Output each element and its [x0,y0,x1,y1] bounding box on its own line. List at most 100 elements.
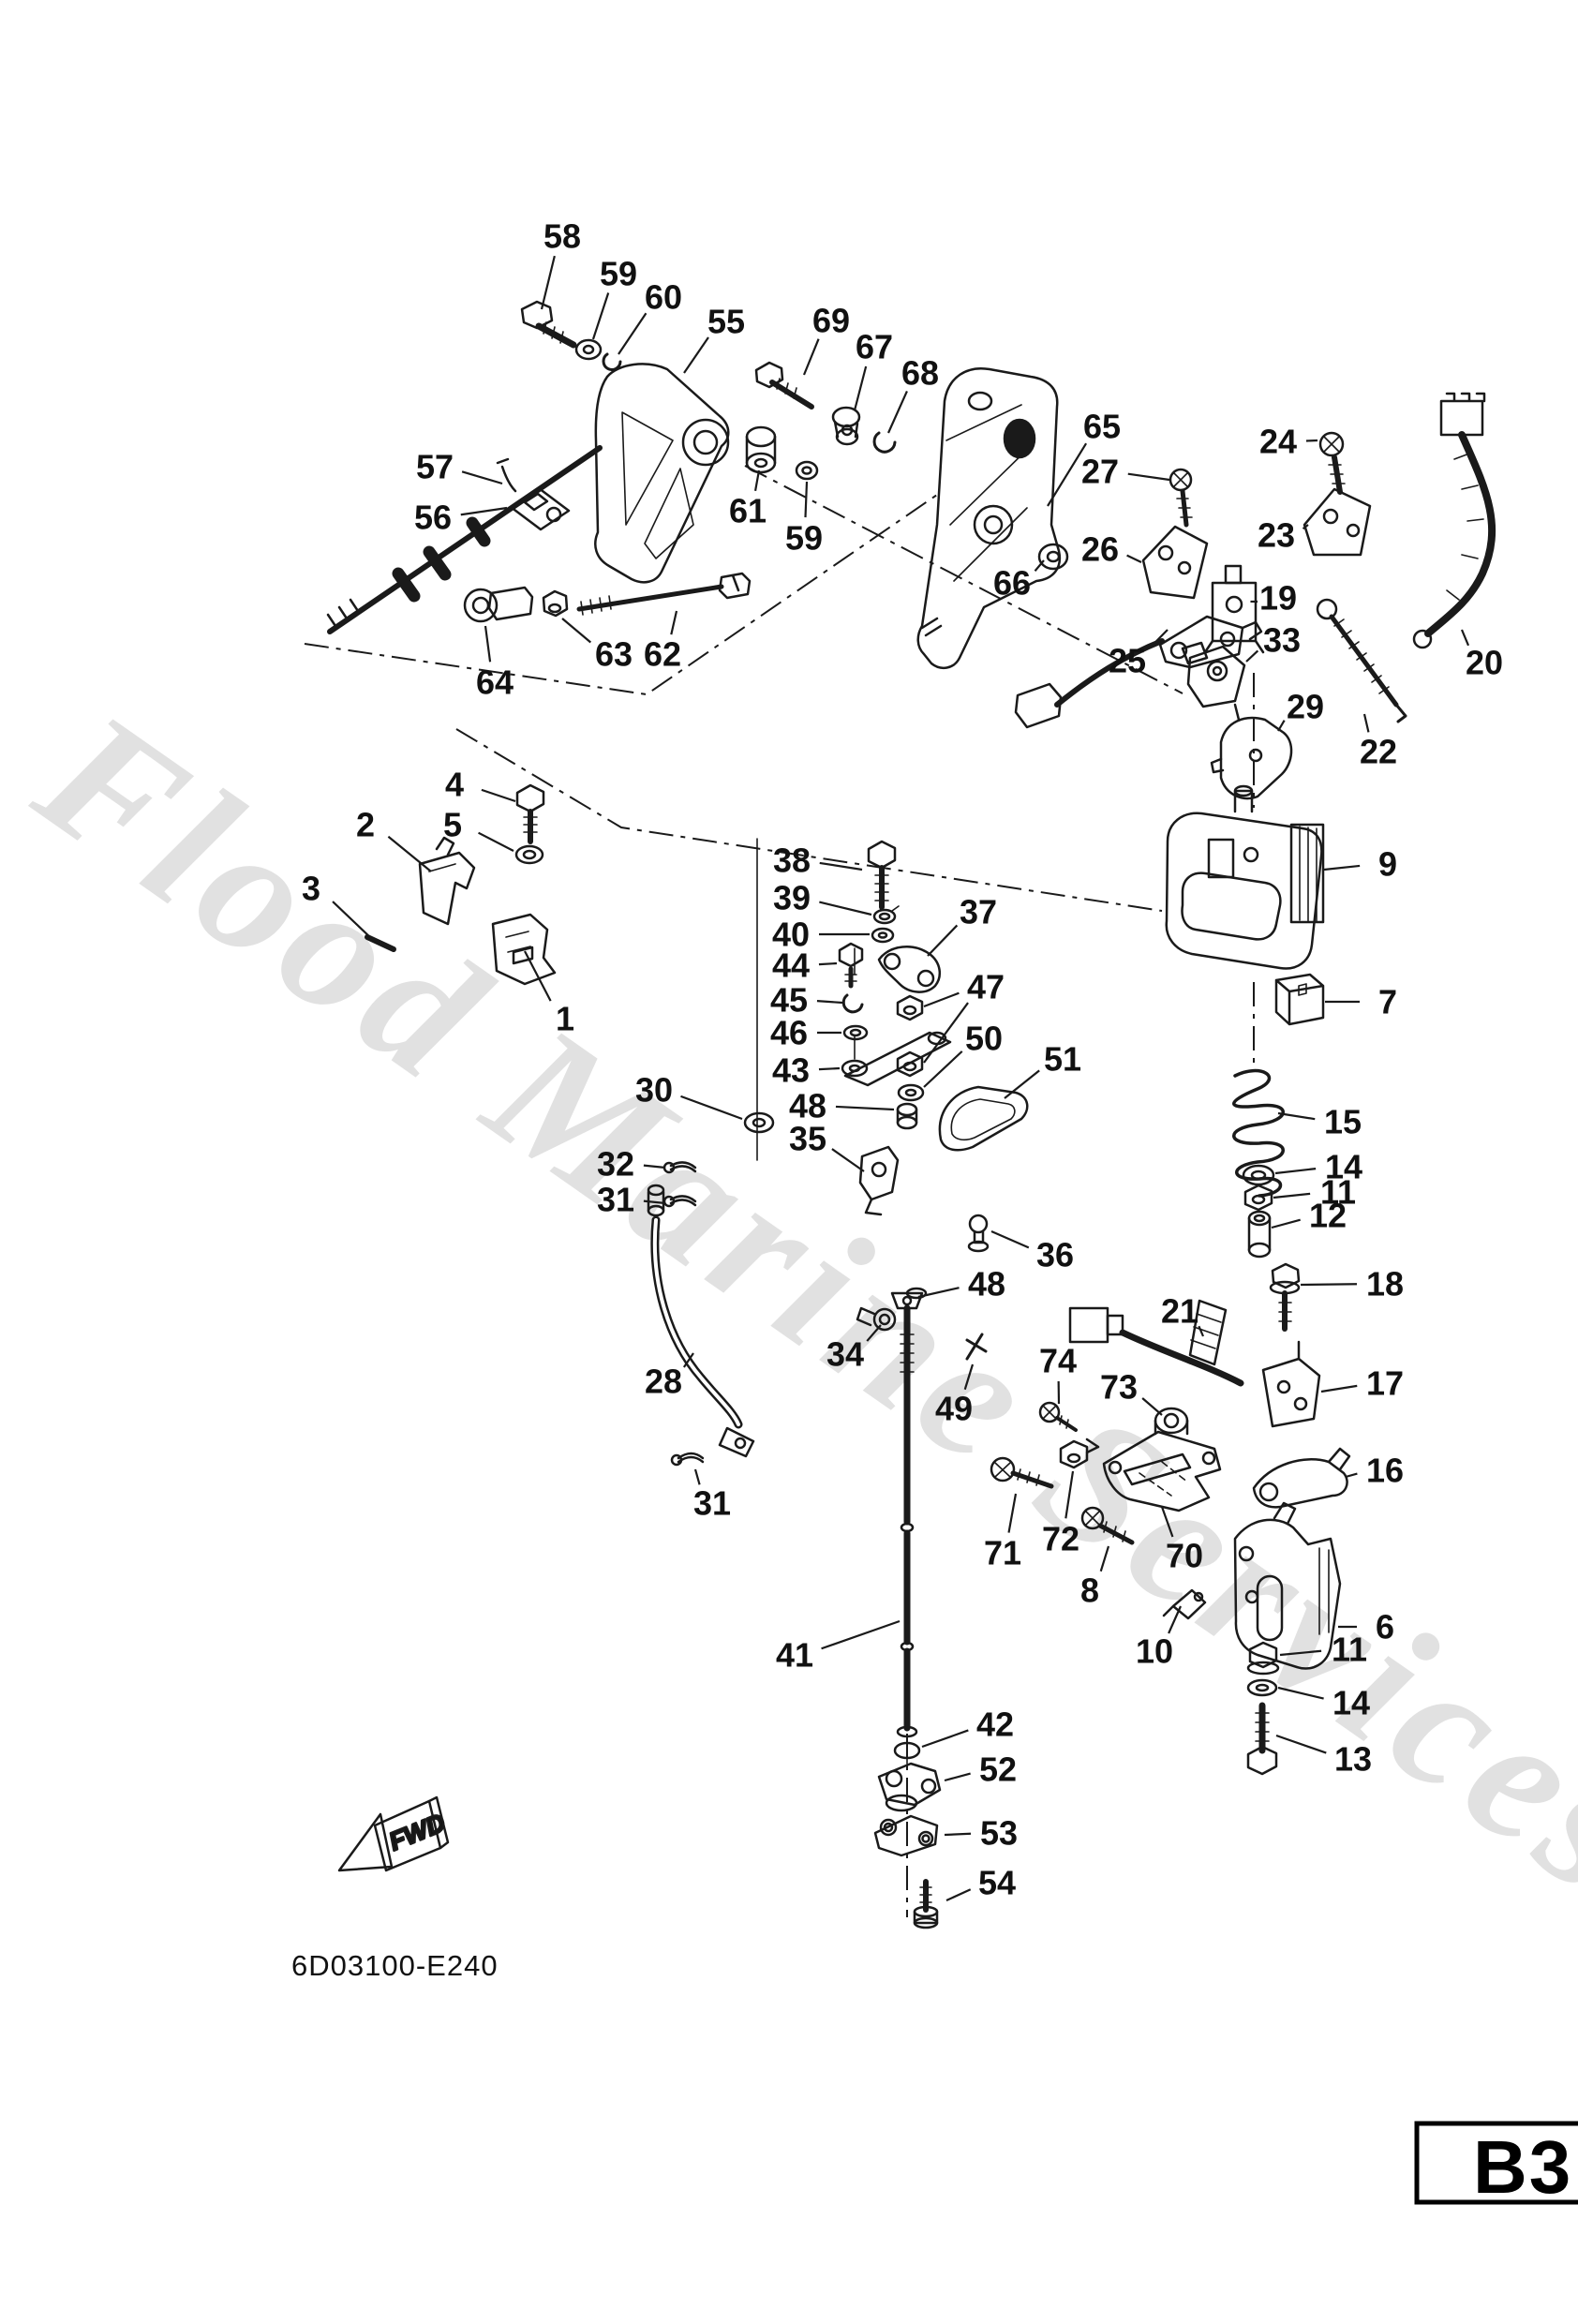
part-number: 60 [645,278,682,317]
part-label-12: 12 [1271,1197,1347,1235]
leader-line [753,469,761,492]
leader-line [963,1363,975,1391]
part-number: 35 [789,1120,826,1158]
part-number: 31 [597,1181,634,1219]
part-label-48: 48 [917,1265,1005,1304]
part-label-33: 33 [1245,621,1301,663]
part-number: 11 [1320,1173,1356,1212]
leader-line [591,292,610,340]
leader-line [481,788,516,803]
part-number: 24 [1259,423,1297,461]
part-number: 38 [773,842,811,880]
leader-line [1160,1506,1174,1538]
leader-line [1279,1649,1322,1657]
part-number: 15 [1324,1103,1362,1141]
part-number: 13 [1334,1740,1372,1779]
part-label-59: 59 [785,481,823,558]
part-label-17: 17 [1320,1364,1404,1403]
part-label-66: 66 [993,559,1045,603]
part-label-73: 73 [1100,1368,1163,1416]
part-label-15: 15 [1277,1103,1362,1141]
part-label-41: 41 [776,1619,901,1675]
leader-line [484,625,492,663]
leader-line [1275,1734,1327,1754]
leader-line [886,390,908,434]
part-number: 43 [772,1051,810,1090]
part-label-56: 56 [414,499,508,537]
leader-line [1034,559,1045,573]
leader-line [1099,1545,1110,1572]
part-label-19: 19 [1250,579,1297,618]
part-number: 6 [1376,1608,1394,1646]
part-label-59: 59 [591,255,637,340]
part-number: 21 [1161,1292,1198,1331]
part-label-58: 58 [540,217,581,310]
leader-line [680,1095,743,1121]
leader-line [1007,1493,1018,1533]
leader-line [945,1888,972,1902]
part-label-71: 71 [984,1493,1021,1572]
part-number: 59 [600,255,637,293]
part-label-45: 45 [770,981,843,1020]
part-number: 52 [979,1750,1017,1789]
leader-line [1362,713,1370,733]
leader-line [618,312,648,355]
part-label-10: 10 [1136,1605,1183,1671]
part-label-14: 14 [1274,1148,1362,1186]
leader-line [923,1050,963,1088]
drawing-code: 6D03100-E240 [291,1949,499,1982]
part-label-27: 27 [1081,453,1170,491]
part-number: 54 [978,1864,1016,1902]
part-label-9: 9 [1323,845,1397,884]
part-label-68: 68 [886,354,939,434]
connector-21-art [1068,1299,1244,1387]
part-number: 49 [935,1390,973,1428]
part-label-50: 50 [923,1020,1003,1088]
leader-line [1274,1168,1317,1175]
leader-line [990,1229,1030,1249]
leader-line [1302,524,1309,530]
leader-line [387,835,432,872]
leader-line [1198,1325,1205,1337]
leader-line [683,336,709,374]
harness-20-art [1412,392,1496,649]
part-label-7: 7 [1325,983,1397,1021]
cable-and-clamp-art [326,445,603,634]
leader-line [818,1066,841,1071]
leader-line [1277,1111,1316,1121]
leader-line [540,255,556,310]
part-number: 22 [1360,733,1397,771]
link-33-art [1181,641,1246,708]
part-label-6: 6 [1338,1608,1394,1646]
leader-line [944,1832,972,1837]
part-number: 55 [707,303,745,341]
bracket-6-stack-art [1162,1501,1342,1776]
part-label-67: 67 [853,328,893,411]
part-number: 42 [976,1706,1014,1744]
part-number: 4 [445,766,464,804]
leader-line [816,1000,843,1005]
part-label-42: 42 [921,1706,1014,1749]
part-number: 29 [1287,688,1324,726]
part-label-31: 31 [597,1181,666,1219]
part-number: 20 [1466,644,1503,682]
part-label-62: 62 [644,610,681,674]
bolt-58-art [520,300,622,371]
part-label-26: 26 [1081,530,1142,569]
part-label-21: 21 [1161,1292,1205,1337]
bracket-65-art [916,367,1069,670]
part-label-13: 13 [1275,1734,1372,1779]
bracket-55-art [594,363,819,584]
part-number: 64 [476,663,514,702]
bolt-18-17-16-art [1252,1262,1351,1509]
leader-line [1064,1470,1075,1519]
part-label-74: 74 [1039,1342,1077,1405]
part-label-53: 53 [944,1814,1018,1853]
leader-line [524,950,552,1002]
leader-line [643,1199,666,1205]
leader-line [821,1619,901,1650]
part-label-54: 54 [945,1864,1016,1902]
lever-25-art [1014,615,1263,729]
